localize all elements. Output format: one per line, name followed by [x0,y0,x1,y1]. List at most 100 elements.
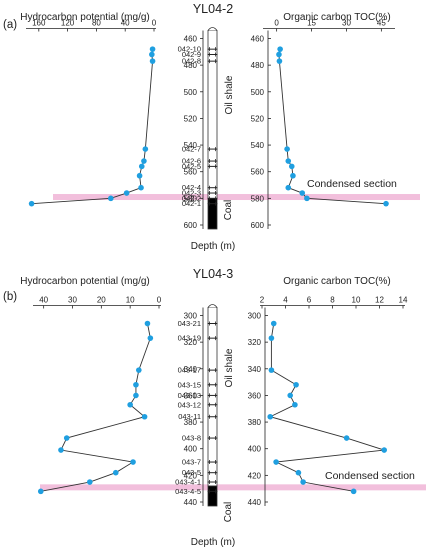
toc-tick-label: 12 [375,296,384,305]
toc-point [295,469,302,476]
toc-point [267,413,274,420]
toc-point [268,335,275,341]
toc-point [273,459,279,465]
toc-tick-label: 45 [377,19,386,28]
hydrocarbon-tick-label: 120 [61,19,75,28]
toc-point [304,195,310,202]
sample-label: 043-7 [182,458,201,467]
toc-point [284,146,290,152]
hydrocarbon-point [144,320,151,327]
well-title: YL04-2 [193,2,233,16]
toc-tick-label: 0 [274,19,279,28]
depth-tick-label: 400 [184,445,198,454]
hydrocarbon-tick-label: 80 [92,19,101,28]
sample-label: 042-7 [182,145,201,154]
depth-tick-label: 360 [184,391,198,400]
hydrocarbon-point [136,172,143,179]
toc-axis-title: Organic carbon TOC(%) [283,12,390,23]
depth-tick-label: 520 [184,114,198,123]
toc-depth-tick-label: 400 [248,445,262,454]
sample-label: 043-8 [182,434,201,443]
toc-point [381,447,388,453]
hydrocarbon-point [149,46,156,52]
depth-tick-label: 340 [184,365,198,374]
sample-label: 043-5 [182,468,201,477]
hydrocarbon-point [149,58,156,64]
hydrocarbon-point [138,184,144,191]
hydrocarbon-point [112,469,119,476]
sample-label: 043-15 [178,380,201,389]
toc-depth-tick-label: 340 [248,365,262,374]
toc-depth-tick-label: 600 [251,221,265,230]
toc-axis-title: Organic carbon TOC(%) [283,276,390,287]
toc-depth-tick-label: 580 [251,194,265,203]
lithology-column-cap [207,27,218,31]
hydrocarbon-tick-label: 160 [32,19,46,28]
panel-label: (a) [3,19,17,31]
toc-point [270,320,277,327]
hydrocarbon-point [123,190,130,196]
toc-depth-tick-label: 560 [251,168,265,177]
hydrocarbon-point [136,367,142,373]
toc-point [276,58,283,64]
well-title: YL04-3 [193,267,233,281]
sample-label: 042-4 [182,183,201,192]
condensed-section-label: Condensed section [325,470,415,482]
lithology-label-oil-shale: Oil shale [224,348,235,387]
hydrocarbon-point [142,146,149,152]
hydrocarbon-point [63,435,70,441]
toc-point [285,158,292,164]
condensed-section-band [40,484,426,491]
hydrocarbon-point [37,488,44,495]
toc-point [290,172,296,179]
hydrocarbon-tick-label: 30 [68,296,77,305]
toc-point [299,190,306,196]
hydrocarbon-point [130,459,136,465]
hydrocarbon-tick-label: 40 [121,19,130,28]
depth-tick-label: 420 [184,471,198,480]
depth-tick-label: 300 [184,312,198,321]
toc-point [300,479,306,485]
toc-depth-tick-label: 500 [251,88,265,97]
toc-tick-label: 4 [283,296,288,305]
condensed-section-band [53,194,420,201]
sample-label: 043-17 [178,366,201,375]
hydrocarbon-series-line [31,49,154,205]
toc-point [292,401,298,408]
sample-label: 042-3 [182,189,201,198]
sample-label: 043-19 [178,334,201,343]
panel-2: YL04-3(b)Hydrocarbon potential (mg/g)Org… [3,267,426,548]
depth-tick-label: 320 [184,338,198,347]
sample-label: 042-10 [178,45,201,54]
toc-depth-tick-label: 540 [251,141,265,150]
hydrocarbon-point [133,392,139,399]
toc-depth-tick-label: 460 [251,35,265,44]
sample-label: 042-1 [182,199,201,208]
sample-label: 043-13 [178,391,201,400]
panel-label: (b) [3,291,17,303]
depth-axis-title: Depth (m) [191,241,235,252]
toc-point [276,51,282,58]
hydrocarbon-tick-label: 0 [152,19,157,28]
lithology-column-cap [207,304,218,308]
toc-point [277,46,283,52]
hydrocarbon-tick-label: 20 [97,296,106,305]
toc-tick-label: 2 [260,296,265,305]
depth-tick-label: 500 [184,88,198,97]
hydrocarbon-tick-label: 10 [126,296,135,305]
sample-label: 042-8 [182,57,201,66]
depth-tick-label: 440 [184,498,198,507]
hydrocarbon-series-line [40,323,151,492]
toc-depth-tick-label: 480 [251,61,265,70]
toc-depth-tick-label: 440 [248,498,262,507]
condensed-section-label: Condensed section [307,178,397,190]
sample-label: 043-4-5 [175,487,201,496]
hydrocarbon-point [147,335,154,341]
sample-label: 042-6 [182,157,201,166]
toc-point [383,200,389,207]
lithology-label-coal: Coal [223,200,234,221]
toc-tick-label: 30 [342,19,351,28]
toc-depth-tick-label: 380 [248,418,262,427]
toc-point [293,381,299,388]
